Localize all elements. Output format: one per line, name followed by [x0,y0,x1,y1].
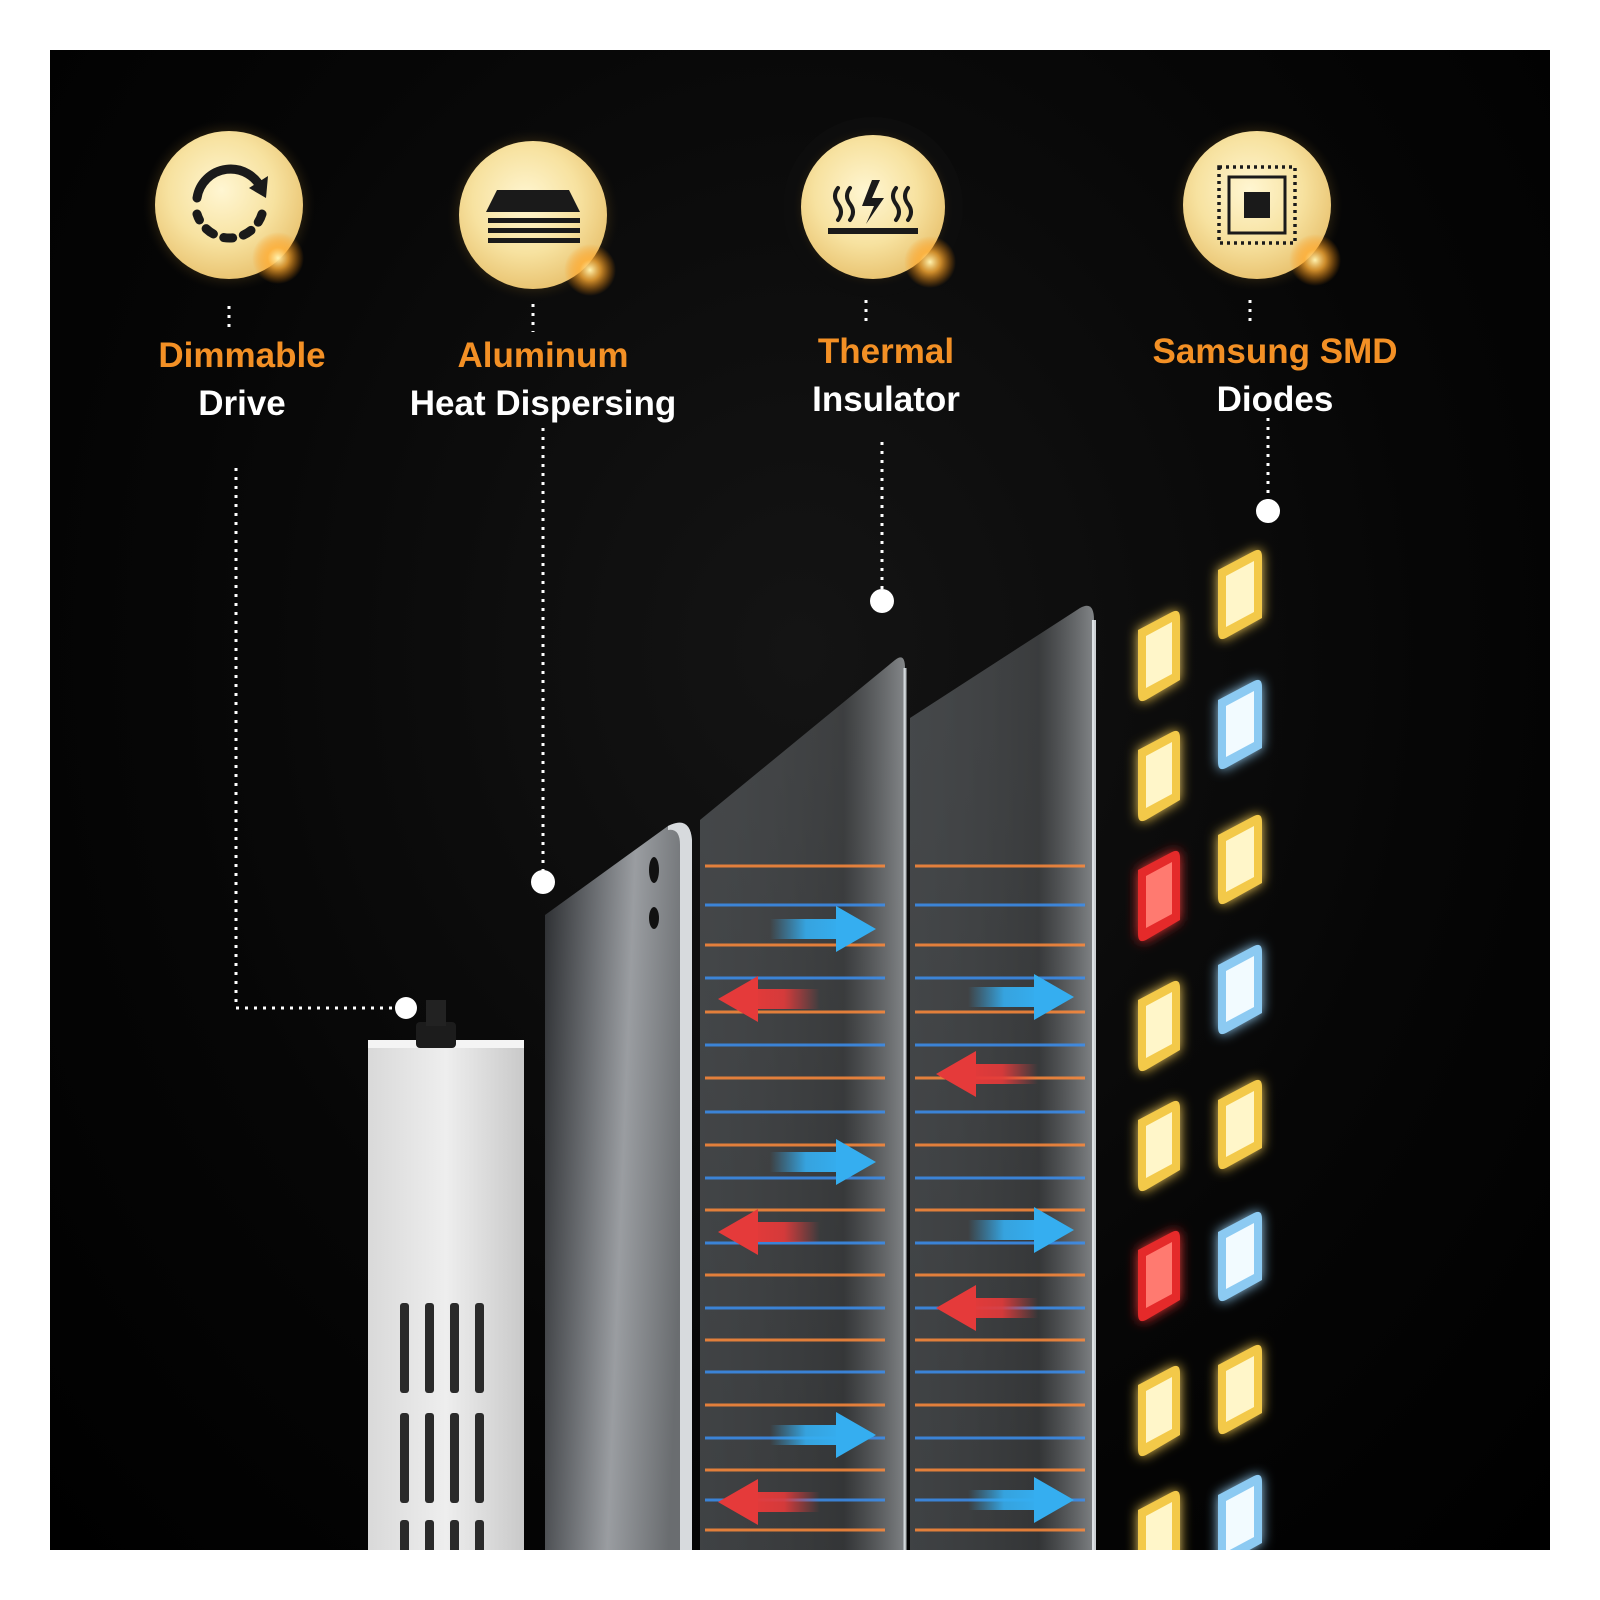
arrow-right-blue [770,906,876,952]
thermal-insulator-icon [783,117,963,297]
diode-warm [1218,814,1262,905]
samsung-smd-chip-icon [1171,119,1343,291]
leader-dot-aluminum [531,870,555,894]
product-feature-banner [50,50,1550,1550]
leader-dot-drive [395,997,417,1019]
diode-cool [1218,679,1262,770]
leader-dot-thermal [870,589,894,613]
leader-lines [234,418,1270,1010]
smd-diode-array [1138,549,1262,1550]
arrow-right-blue [968,1477,1074,1523]
diode-cool [1218,944,1262,1035]
arrow-left-red [718,1209,820,1255]
diode-warm [1138,730,1180,822]
diode-warm [1218,549,1262,640]
diode-red [1138,850,1180,942]
feature-label-dimmable-drive: Dimmable Drive [82,332,402,428]
thermal-insulator-layer-1 [700,657,907,1550]
leader-line-drive [234,468,400,1010]
aluminum-heat-dispersing-icon [447,129,619,301]
arrow-right-blue [968,974,1074,1020]
arrow-left-red [936,1285,1038,1331]
feature-title: Samsung SMD [1152,332,1398,371]
heat-flow-arrows [718,906,1074,1525]
exploded-view-illustration [143,117,1343,1550]
feature-label-thermal: Thermal Insulator [726,328,1046,424]
feature-title: Thermal [817,332,955,371]
feature-title: Dimmable [158,336,326,375]
diode-warm [1218,1344,1262,1435]
diode-warm [1138,980,1180,1072]
dimmable-drive-icon [143,119,315,291]
leader-dot-diodes [1256,499,1280,523]
feature-subtitle: Heat Dispersing [409,384,677,423]
feature-subtitle: Drive [198,384,286,423]
diode-cool [1218,1474,1262,1550]
diode-warm [1138,1490,1180,1550]
arrow-right-blue [770,1139,876,1185]
arrow-left-red [936,1051,1038,1097]
arrow-left-red [718,1479,820,1525]
diode-warm [1138,610,1180,702]
diode-cool [1218,1211,1262,1302]
diode-warm [1138,1100,1180,1192]
diode-warm [1218,1079,1262,1170]
diode-warm [1138,1365,1180,1457]
dimmable-driver-box [368,1000,524,1550]
arrow-left-red [718,976,820,1022]
feature-title: Aluminum [457,336,629,375]
feature-label-samsung-smd: Samsung SMD Diodes [1115,328,1435,424]
diode-red [1138,1230,1180,1322]
feature-subtitle: Insulator [812,380,960,419]
feature-subtitle: Diodes [1216,380,1334,419]
arrow-right-blue [770,1412,876,1458]
arrow-right-blue [968,1207,1074,1253]
aluminum-heat-sink-plate [545,822,692,1550]
feature-label-aluminum: Aluminum Heat Dispersing [383,332,703,428]
